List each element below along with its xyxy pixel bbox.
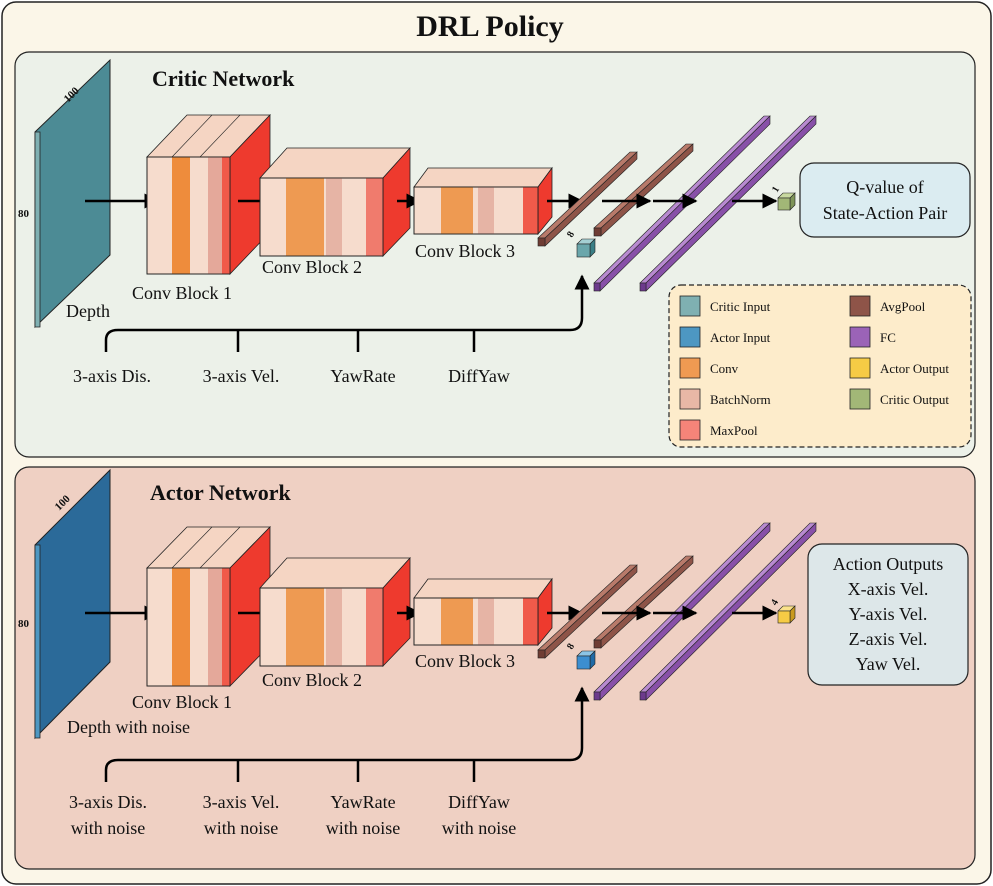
critic-conv-block-1 bbox=[146, 114, 271, 275]
legend-label: MaxPool bbox=[710, 423, 758, 438]
actor-input-label: YawRate bbox=[330, 792, 395, 812]
legend-label: Conv bbox=[710, 361, 739, 376]
actor-output-line: Yaw Vel. bbox=[856, 654, 921, 674]
critic-avgpool bbox=[537, 143, 694, 247]
legend-swatch bbox=[679, 388, 701, 410]
critic-depth-label: Depth bbox=[66, 301, 110, 321]
actor-input-label: 3-axis Vel. bbox=[203, 792, 280, 812]
critic-output-line: Q-value of bbox=[846, 177, 923, 197]
legend-label: Critic Input bbox=[710, 299, 771, 314]
legend-swatch bbox=[849, 388, 871, 410]
actor-conv3-label: Conv Block 3 bbox=[415, 651, 515, 671]
actor-conv2-label: Conv Block 2 bbox=[262, 670, 362, 690]
critic-conv-block-2 bbox=[259, 146, 411, 257]
critic-conv3-label: Conv Block 3 bbox=[415, 241, 515, 261]
critic-depth-height: 80 bbox=[18, 208, 30, 220]
actor-title: Actor Network bbox=[150, 480, 291, 505]
critic-output-line: State-Action Pair bbox=[823, 203, 947, 223]
legend-swatch bbox=[849, 357, 871, 379]
legend-swatch bbox=[679, 419, 701, 441]
actor-output-line: X-axis Vel. bbox=[848, 579, 929, 599]
critic-input-label: 3-axis Vel. bbox=[203, 366, 280, 386]
legend-swatch bbox=[849, 326, 871, 348]
legend-label: Actor Input bbox=[710, 330, 771, 345]
critic-small-dim: 8 bbox=[565, 230, 577, 240]
critic-action-input bbox=[576, 238, 596, 258]
critic-input-label: DiffYaw bbox=[448, 366, 510, 386]
actor-input-label: with noise bbox=[442, 818, 517, 838]
actor-output-box bbox=[807, 543, 969, 686]
actor-input-label: DiffYaw bbox=[448, 792, 510, 812]
legend-label: Actor Output bbox=[880, 361, 949, 376]
legend-label: Critic Output bbox=[880, 392, 949, 407]
actor-input-label: with noise bbox=[71, 818, 146, 838]
critic-input-label: YawRate bbox=[330, 366, 395, 386]
actor-conv-block-1 bbox=[146, 526, 271, 687]
actor-state-input bbox=[576, 650, 596, 670]
critic-title: Critic Network bbox=[152, 66, 295, 91]
actor-input-label: with noise bbox=[204, 818, 279, 838]
actor-input-label: 3-axis Dis. bbox=[69, 792, 147, 812]
actor-output-cube bbox=[777, 605, 796, 624]
actor-small-dim: 8 bbox=[565, 642, 577, 652]
actor-avgpool bbox=[537, 555, 694, 659]
diagram-title: DRL Policy bbox=[416, 10, 564, 43]
critic-conv1-label: Conv Block 1 bbox=[132, 283, 232, 303]
actor-conv-block-2 bbox=[259, 556, 411, 667]
critic-input-label: 3-axis Dis. bbox=[73, 366, 151, 386]
critic-conv2-label: Conv Block 2 bbox=[262, 257, 362, 277]
actor-input-label: with noise bbox=[326, 818, 401, 838]
legend-swatch bbox=[849, 295, 871, 317]
actor-output-line: Z-axis Vel. bbox=[849, 629, 928, 649]
actor-output-line: Y-axis Vel. bbox=[849, 604, 928, 624]
legend-label: FC bbox=[880, 330, 896, 345]
actor-network: 100 80 Depth with noise Conv Block 1 Con bbox=[18, 468, 969, 838]
critic-conv-block-3 bbox=[413, 166, 553, 236]
legend-swatch bbox=[679, 295, 701, 317]
critic-output-cube bbox=[777, 192, 796, 211]
critic-network: 100 80 Depth Conv Block 1 Conv bbox=[18, 58, 971, 386]
legend-label: AvgPool bbox=[880, 299, 926, 314]
legend-label: BatchNorm bbox=[710, 392, 771, 407]
legend-swatch bbox=[679, 326, 701, 348]
actor-output-line: Action Outputs bbox=[833, 554, 944, 574]
actor-depth-height: 80 bbox=[18, 618, 30, 630]
critic-output-box bbox=[799, 162, 971, 238]
critic-out-dim: 1 bbox=[770, 185, 782, 195]
actor-out-dim: 4 bbox=[769, 598, 781, 608]
actor-conv-block-3 bbox=[413, 577, 553, 647]
legend-swatch bbox=[679, 357, 701, 379]
actor-conv1-label: Conv Block 1 bbox=[132, 692, 232, 712]
actor-depth-label: Depth with noise bbox=[67, 717, 190, 737]
